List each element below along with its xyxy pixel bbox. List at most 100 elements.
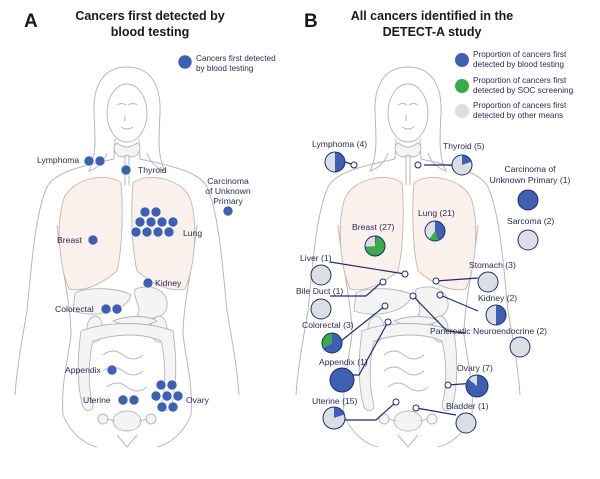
pie-lung-soc-slice [429, 231, 439, 241]
panel-b-label-pancreatic: Pancreatic Neuroendocrine (2) [430, 326, 547, 336]
dot-ovary [167, 401, 179, 413]
legend-other-swatch [455, 104, 469, 118]
dot-thyroid [120, 164, 132, 176]
pie-uterine [322, 406, 346, 430]
pie-lung-outline [424, 220, 446, 242]
legend-other-line2: detected by other means [473, 111, 563, 120]
node-uterine [392, 398, 400, 406]
panel-b-label-colorectal: Colorectal (3) [302, 320, 354, 330]
pie-kidney-other-slice [486, 305, 496, 325]
panel-b-label-bladder: Bladder (1) [446, 401, 489, 411]
pie-thyroid-outline [451, 154, 473, 176]
pie-appendix-blood-slice [330, 368, 354, 392]
dot-lung [156, 216, 168, 228]
pie-ovary-outline [465, 374, 489, 398]
panel-b-label-cup-line1: Carcinoma of [504, 164, 556, 174]
dot-lung [163, 226, 175, 238]
node-colorectal [381, 302, 389, 310]
panel-b-title-line2: DETECT-A study [383, 25, 482, 39]
pie-breast-outline [364, 235, 386, 257]
pie-liver [310, 264, 332, 286]
legend-soc-swatch [455, 79, 469, 93]
panel-a-label-appendix: Appendix [65, 365, 102, 375]
panel-b-label-uterine: Uterine (15) [312, 396, 358, 406]
pie-appendix [329, 367, 355, 393]
pie-stomach [477, 271, 499, 293]
panel-a-label-cup-line2: of Unknown [205, 186, 251, 196]
node-thyroid [414, 161, 422, 169]
panel-a-dots [83, 155, 234, 413]
pie-uterine-other-slice [322, 407, 345, 429]
pie-bile_duct-other-slice [311, 299, 331, 319]
dot-lung [167, 216, 179, 228]
pie-stomach-outline [477, 271, 499, 293]
pie-liver-outline [310, 264, 332, 286]
panel-a-letter: A [24, 11, 38, 32]
pie-kidney-blood-slice [496, 305, 506, 325]
dot-colorectal-1 [100, 303, 112, 315]
dot-lung [139, 206, 151, 218]
dot-lung [152, 226, 164, 238]
dot-appendix [106, 364, 118, 376]
pie-pancreatic-other-slice [510, 337, 530, 357]
pie-sarcoma-other-slice [518, 230, 538, 250]
pie-thyroid [451, 154, 473, 176]
dot-ovary [156, 401, 168, 413]
panel-b-label-lung: Lung (21) [418, 208, 455, 218]
panel-b-label-appendix: Appendix (1) [319, 357, 368, 367]
panel-b-pies [310, 151, 539, 434]
pie-cup [517, 189, 539, 211]
panel-a-label-lung: Lung [183, 228, 202, 238]
dot-ovary [172, 390, 184, 402]
dot-breast [87, 234, 99, 246]
legend-soc-line1: Proportion of cancers first [473, 76, 567, 85]
dot-lung [134, 216, 146, 228]
dot-ovary [166, 379, 178, 391]
panel-b-title-line1: All cancers identified in the [351, 9, 514, 23]
pie-lung [424, 220, 446, 242]
pie-bile_duct-outline [310, 298, 332, 320]
node-lymphoma [350, 161, 358, 169]
node-liver [401, 270, 409, 278]
panel-a-label-colorectal: Colorectal [55, 304, 94, 314]
panel-b-connector-nodes [350, 161, 452, 412]
panel-a-label-uterine: Uterine [83, 395, 111, 405]
pie-bladder-other-slice [456, 413, 476, 433]
pie-uterine-blood-slice [334, 407, 345, 418]
node-bladder [412, 404, 420, 412]
pie-thyroid-other-slice [452, 155, 472, 175]
pie-lymphoma [324, 151, 346, 173]
legend-soc-line2: detected by SOC screening [473, 86, 574, 95]
pie-breast-other-slice [365, 236, 375, 247]
pie-bladder [455, 412, 477, 434]
dot-kidney [142, 277, 154, 289]
pie-breast-soc-slice [365, 236, 386, 256]
dot-uterine-2 [128, 394, 140, 406]
pie-liver-other-slice [311, 265, 331, 285]
pie-sarcoma [517, 229, 539, 251]
panel-b-label-bile-duct: Bile Duct (1) [296, 286, 343, 296]
pie-breast-blood-slice [375, 236, 378, 246]
panel-b-label-liver: Liver (1) [300, 253, 332, 263]
legend-blood-swatch [455, 53, 469, 67]
pie-lymphoma-other-slice [325, 152, 335, 172]
pie-colorectal-outline [321, 332, 343, 354]
pie-cup-blood-slice [518, 190, 538, 210]
pie-lymphoma-outline [324, 151, 346, 173]
dot-lung [130, 226, 142, 238]
panel-a-legend-line2: by blood testing [196, 64, 254, 73]
panel-b-label-stomach: Stomach (3) [469, 260, 516, 270]
panel-a-title-line1: Cancers first detected by [75, 9, 224, 23]
panel-a-label-cup-line1: Carcinoma [207, 176, 249, 186]
dot-uterine-1 [117, 394, 129, 406]
pie-colorectal-blood-slice [323, 333, 343, 354]
pie-thyroid-blood-slice [462, 155, 472, 165]
pie-lymphoma-blood-slice [335, 152, 345, 172]
pie-lung-blood-slice [435, 221, 446, 241]
dot-ovary [161, 390, 173, 402]
pie-appendix-outline [329, 367, 355, 393]
pie-pancreatic-outline [509, 336, 531, 358]
pie-lung-other-slice [425, 221, 435, 240]
panel-a-label-breast: Breast [57, 235, 82, 245]
